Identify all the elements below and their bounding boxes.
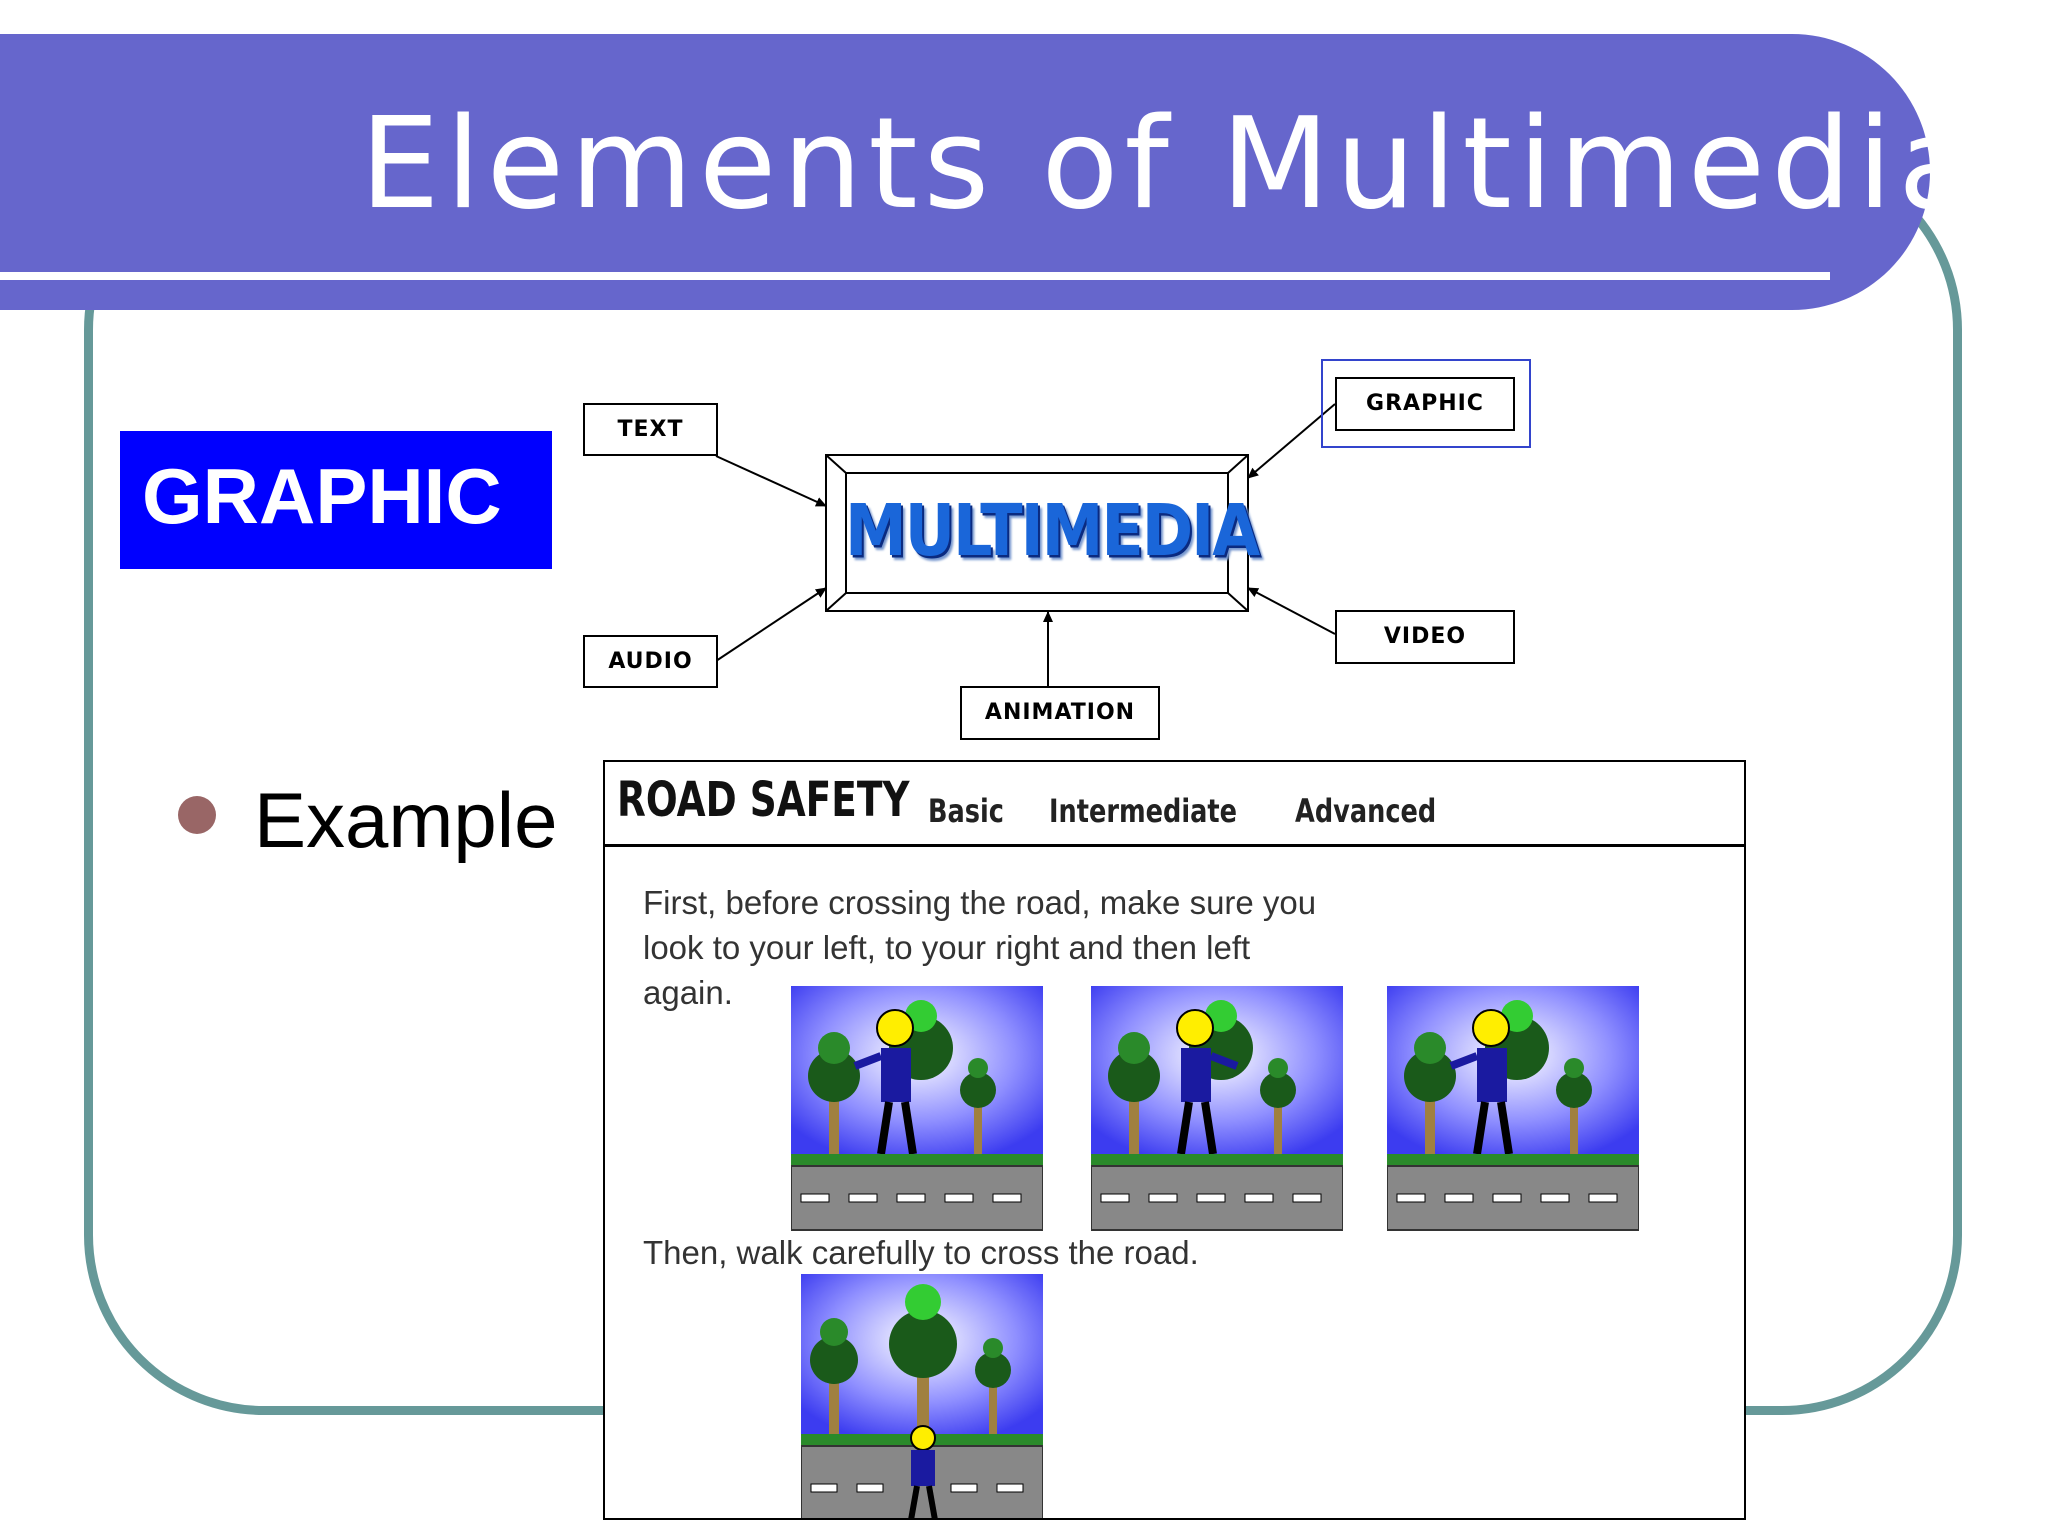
- center-label: MULTIMEDIA: [845, 488, 1260, 573]
- node-audio: AUDIO: [583, 635, 718, 688]
- instruction-walk: Then, walk carefully to cross the road.: [643, 1234, 1199, 1271]
- arrow-text: [715, 455, 827, 507]
- node-text: TEXT: [583, 403, 718, 456]
- slide-title: Elements of Multimedia: [360, 90, 1982, 237]
- road-safety-brand: ROAD SAFETY: [617, 772, 910, 828]
- bullet-example: Example: [254, 776, 558, 864]
- road-scene-look-right-image: [1091, 986, 1343, 1231]
- nav-advanced[interactable]: Advanced: [1295, 792, 1437, 830]
- node-video: VIDEO: [1335, 610, 1515, 664]
- bullet-dot-icon: [178, 796, 216, 834]
- road-safety-example: ROAD SAFETY Basic Intermediate Advanced …: [603, 760, 1746, 1520]
- node-graphic: GRAPHIC: [1335, 377, 1515, 431]
- title-underline: [0, 272, 1830, 280]
- arrow-audio: [715, 587, 827, 662]
- road-scene-crossing-image: [801, 1274, 1043, 1518]
- title-band: [0, 34, 1930, 310]
- graphic-highlight-box: [1321, 359, 1531, 448]
- road-scene-look-left-again-image: [1387, 986, 1639, 1231]
- header-rule: [605, 844, 1744, 847]
- center-box: [825, 454, 1249, 612]
- arrow-graphic: [1247, 403, 1336, 479]
- arrow-video: [1247, 587, 1336, 635]
- road-scene-look-left-image: [791, 986, 1043, 1231]
- instruction-line-2: look to your left, to your right and the…: [643, 929, 1251, 966]
- section-label: GRAPHIC: [120, 431, 552, 569]
- node-animation: ANIMATION: [960, 686, 1160, 740]
- instruction-line-1: First, before crossing the road, make su…: [643, 884, 1317, 921]
- nav-intermediate[interactable]: Intermediate: [1049, 792, 1237, 830]
- nav-basic[interactable]: Basic: [928, 792, 1004, 830]
- instruction-line-3: again.: [643, 974, 733, 1011]
